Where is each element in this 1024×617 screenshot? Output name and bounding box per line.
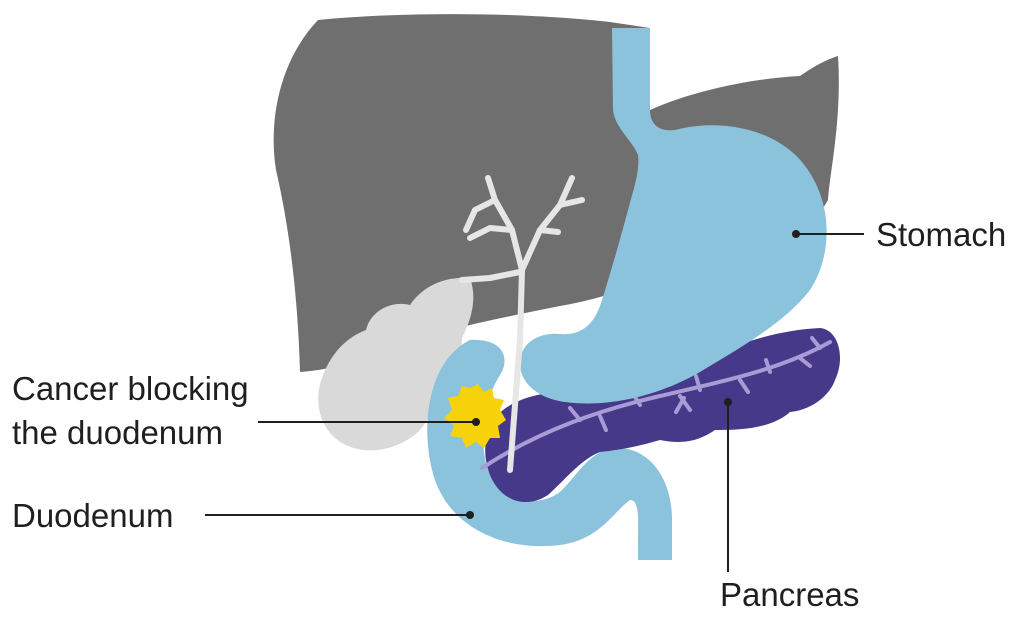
stomach-shape (519, 28, 827, 404)
label-pancreas: Pancreas (720, 576, 859, 613)
label-cancer-line2: the duodenum (12, 414, 223, 451)
label-duodenum: Duodenum (12, 497, 173, 534)
tumour-shape (444, 384, 506, 448)
stomach-leader-dot (792, 230, 800, 238)
bile-ducts (459, 175, 585, 473)
label-stomach: Stomach (876, 216, 1006, 253)
label-cancer-line1: Cancer blocking (12, 370, 249, 407)
pancreatic-duct (480, 336, 832, 470)
cancer-leader-dot (472, 418, 480, 426)
pancreas-leader-dot (724, 398, 732, 406)
gallbladder-shape (318, 277, 474, 451)
liver-shape (273, 14, 839, 372)
duodenum-leader-dot (466, 511, 474, 519)
